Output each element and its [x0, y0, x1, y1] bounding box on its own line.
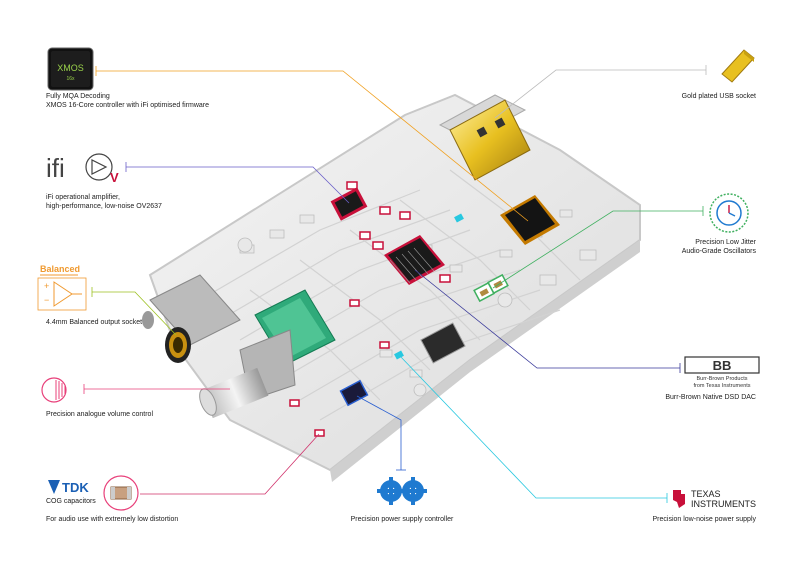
opamp-title: iFi operational amplifier,	[46, 194, 120, 201]
xmos-chip-icon: XMOS 16x	[47, 47, 94, 91]
clock-icon	[709, 193, 749, 233]
ifi-logo-icon: ifi	[46, 153, 65, 183]
balanced-output-icon: Balanced + −	[37, 264, 87, 311]
bb-logo-line2: from Texas Instruments	[693, 383, 750, 389]
opamp-chip-on-board	[330, 187, 368, 221]
opamp-description: high-performance, low-noise OV2637	[46, 203, 162, 210]
power-supply-label: Precision low-noise power supply	[652, 516, 757, 523]
xmos-logo-sub: 16x	[66, 76, 75, 82]
balanced-leader	[92, 291, 177, 336]
burr-brown-logo-icon: BB Burr-Brown Products from Texas Instru…	[684, 356, 760, 389]
ifi-logo-text: ifi	[46, 153, 65, 183]
cog-leader	[140, 433, 320, 495]
opamp-v-letter: V	[110, 170, 119, 185]
mqa-title: Fully MQA Decoding	[46, 93, 110, 100]
dac-label: Burr-Brown Native DSD DAC	[665, 394, 756, 401]
usb-leader	[494, 69, 706, 119]
osc-leader	[492, 210, 703, 289]
svg-text:+: +	[44, 281, 49, 291]
balanced-logo-text: Balanced	[40, 264, 80, 274]
usb-gold-icon	[721, 49, 755, 83]
gears-icon	[377, 477, 427, 505]
bb-logo-line1: Burr-Brown Products	[696, 376, 747, 382]
texas-instruments-logo-icon: TEXAS INSTRUMENTS	[673, 489, 756, 509]
volume-potentiometer	[199, 289, 336, 419]
headphone-jack	[142, 274, 241, 363]
bb-logo-letters: BB	[713, 358, 732, 373]
mqa-description: XMOS 16-Core controller with iFi optimis…	[46, 102, 209, 109]
pcb-edge	[330, 240, 640, 482]
power-supply-leader	[399, 355, 667, 499]
power-controller-on-board	[339, 379, 369, 407]
usb-connector	[438, 94, 531, 181]
mqa-leader	[96, 70, 529, 222]
oscillators-title: Precision Low Jitter	[695, 239, 756, 246]
power-controller-label: Precision power supply controller	[350, 516, 454, 523]
xmos-logo-text: XMOS	[57, 63, 84, 73]
oscillators-description: Audio-Grade Oscillators	[681, 248, 756, 255]
ti-logo-line1: TEXAS	[691, 489, 721, 499]
power-ctrl-leader	[356, 395, 402, 470]
opamp-symbol-icon: V	[85, 153, 119, 185]
opamp-leader	[126, 166, 350, 204]
cog-capacitors-label: COG capacitors	[46, 498, 96, 505]
capacitor-icon	[103, 475, 139, 511]
balanced-output-label: 4.4mm Balanced output socket	[46, 319, 143, 326]
cog-usage-label: For audio use with extremely low distort…	[46, 516, 179, 523]
dac-chip-on-board	[384, 235, 445, 285]
ti-logo-line2: INSTRUMENTS	[691, 499, 756, 509]
dac-leader	[414, 269, 680, 369]
usb-socket-label: Gold plated USB socket	[681, 93, 756, 100]
tdk-logo-icon: TDK	[48, 480, 89, 495]
volume-control-label: Precision analogue volume control	[46, 411, 154, 418]
volume-knob-icon	[41, 377, 67, 403]
tdk-logo-text: TDK	[62, 480, 89, 495]
svg-text:−: −	[44, 295, 49, 305]
xmos-chip-on-board	[500, 195, 560, 245]
